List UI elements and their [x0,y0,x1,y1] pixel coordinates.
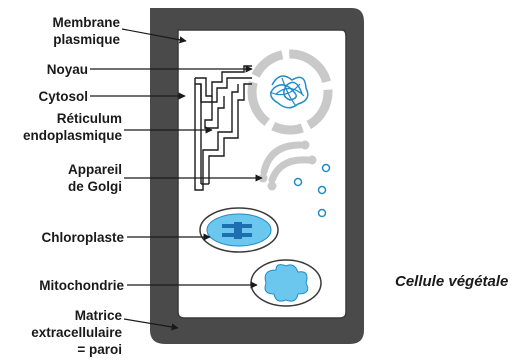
label-reticulum-endoplasmique: Réticulum endoplasmique [4,110,122,144]
diagram-caption: Cellule végétale [395,273,508,290]
label-cytosol: Cytosol [30,88,88,105]
label-membrane-line2: plasmique [36,31,120,48]
label-matrice-line3: = paroi [4,341,122,358]
chloroplast [200,208,278,252]
label-mitochondrie: Mitochondrie [20,277,124,294]
label-appareil-de-golgi: Appareil de Golgi [30,161,122,195]
label-reticulum-line2: endoplasmique [4,127,122,144]
mitochondrion [251,260,321,306]
label-golgi-line2: de Golgi [30,178,122,195]
label-matrice-line2: extracellulaire [4,324,122,341]
label-membrane-plasmique: Membrane plasmique [36,14,120,48]
label-chloroplaste: Chloroplaste [20,229,124,246]
label-reticulum-line1: Réticulum [4,110,122,127]
label-golgi-line1: Appareil [30,161,122,178]
label-membrane-line1: Membrane [36,14,120,31]
label-noyau: Noyau [30,61,88,78]
label-matrice-line1: Matrice [4,307,122,324]
label-matrice-extracellulaire: Matrice extracellulaire = paroi [4,307,122,358]
